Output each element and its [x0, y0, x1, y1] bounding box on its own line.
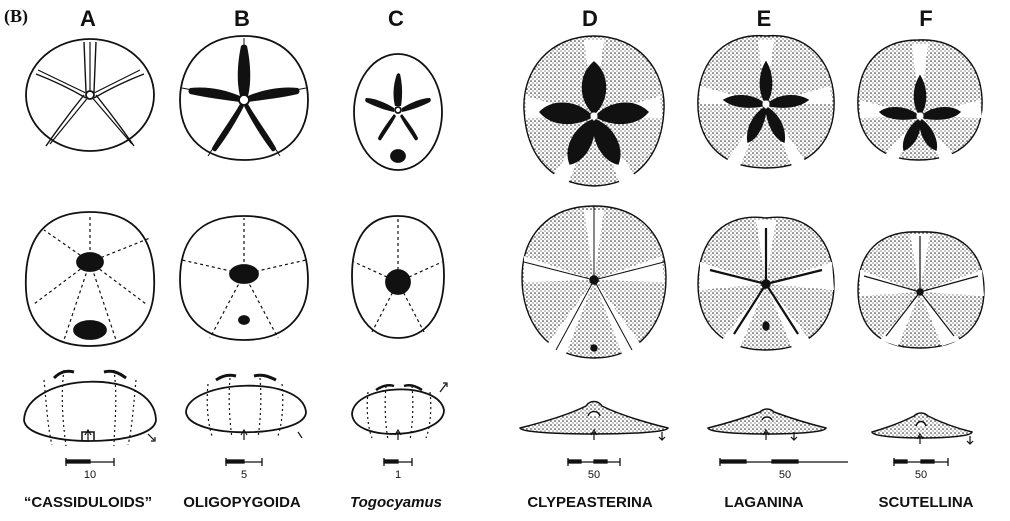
laganina-drawings: 50: [680, 0, 848, 521]
column-e: E: [680, 0, 848, 521]
lateral-view: [708, 409, 826, 440]
scale-bar: [66, 458, 114, 466]
scale-bar-label: 1: [395, 469, 401, 481]
aboral-view: [524, 36, 664, 186]
column-c: C: [312, 0, 480, 521]
lateral-view: [872, 413, 973, 444]
togocyamus-drawings: 1: [312, 0, 480, 521]
aboral-view: [354, 54, 442, 170]
taxon-name: SCUTELLINA: [822, 494, 1010, 511]
column-f: F: [842, 0, 1010, 521]
lateral-view: [186, 375, 306, 440]
aboral-view: [180, 36, 308, 160]
scale-bar: [384, 458, 412, 466]
aboral-view: [698, 36, 834, 168]
scale-bar-label: 50: [588, 469, 600, 481]
cassiduloid-drawings: 10: [4, 0, 172, 521]
taxon-name: Togocyamus: [292, 494, 500, 511]
lateral-view: [520, 402, 668, 441]
scale-bar: [226, 458, 262, 466]
oral-view: [180, 216, 308, 340]
scale-bar: [720, 458, 848, 466]
oral-view: [26, 212, 154, 346]
lateral-view: [352, 383, 447, 440]
clypeasterina-drawings: 50: [506, 0, 674, 521]
column-d: D: [506, 0, 674, 521]
scale-bar-label: 10: [84, 469, 96, 481]
oral-view: [698, 217, 834, 350]
oligopygoida-drawings: 5: [158, 0, 326, 521]
scale-bar: [894, 458, 948, 466]
lateral-view: [24, 370, 156, 446]
scale-bar-label: 5: [241, 469, 247, 481]
oral-view: [858, 232, 984, 348]
aboral-view: [26, 39, 154, 151]
scale-bar-label: 50: [779, 469, 791, 481]
oral-view: [352, 216, 444, 338]
scutellina-drawings: 50: [842, 0, 1010, 521]
column-a: A: [4, 0, 172, 521]
column-b: B: [158, 0, 326, 521]
oral-view: [522, 206, 666, 358]
scale-bar: [568, 458, 620, 466]
scale-bar-label: 50: [915, 469, 927, 481]
aboral-view: [858, 40, 982, 160]
